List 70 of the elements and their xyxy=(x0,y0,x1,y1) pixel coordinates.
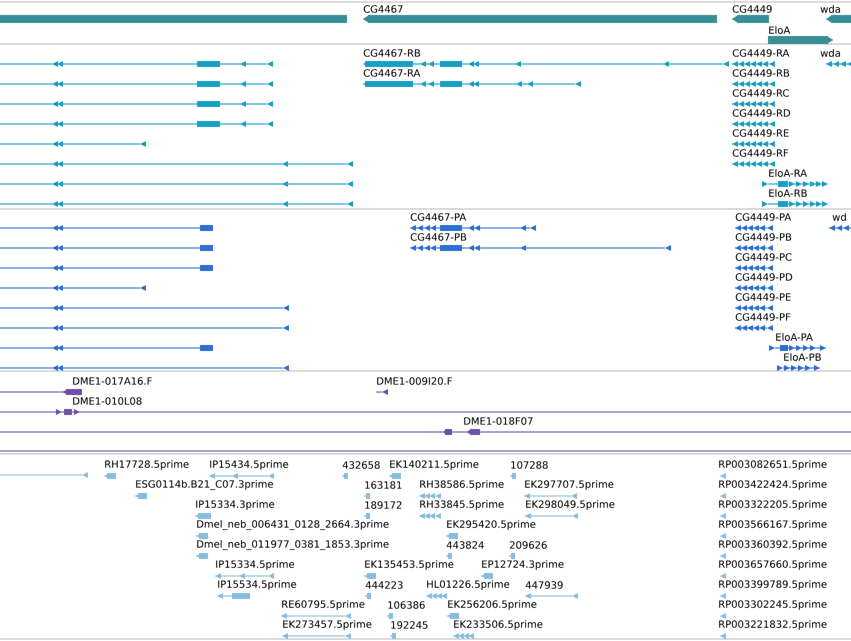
feature-label: RP003082651.5prime xyxy=(719,460,827,470)
feature-label: RP003566167.5prime xyxy=(719,520,827,530)
feature-label: EK140211.5prime xyxy=(390,460,478,470)
feature-label: CG4467 xyxy=(364,5,403,13)
feature-label: DME1-010L08 xyxy=(73,397,142,405)
feature-label: ESG0114b.B21_C07.3prime xyxy=(136,480,274,490)
feature-label: IP15334.3prime xyxy=(196,500,274,510)
feature-label: wda xyxy=(820,49,840,57)
feature-label: CG4449-PE xyxy=(736,293,791,301)
feature-label: RP003422424.5prime xyxy=(719,480,827,490)
feature-label: CG4449 xyxy=(732,5,772,13)
feature-label: RP003657660.5prime xyxy=(719,560,827,570)
feature-label: 107288 xyxy=(511,461,548,469)
feature-label: HL01226.5prime xyxy=(427,580,510,590)
feature-label: CG4449-PA xyxy=(736,213,792,221)
feature-label: IP15534.5prime xyxy=(218,580,296,590)
feature-label: RH38586.5prime xyxy=(420,480,504,490)
feature-label: Dmel_neb_011977_0381_1853.3prime xyxy=(197,540,389,550)
feature-label: 444223 xyxy=(366,581,403,589)
feature-label: Dmel_neb_006431_0128_2664.3prime xyxy=(197,520,389,530)
feature-label: CG4449-RE xyxy=(732,129,789,137)
feature-label: EK295420.5prime xyxy=(447,520,536,530)
feature-label: 443824 xyxy=(446,541,484,549)
feature-label: RP003221832.5prime xyxy=(719,620,827,630)
feature-label: CG4467-PA xyxy=(410,213,466,221)
feature-label: CG4467-RA xyxy=(364,69,420,77)
feature-label: IP15434.5prime xyxy=(210,460,288,470)
feature-label: 209626 xyxy=(510,541,547,549)
feature-label: RP003360392.5prime xyxy=(719,540,827,550)
feature-label: RP003302245.5prime xyxy=(719,600,827,610)
feature-label: EK256206.5prime xyxy=(448,600,536,610)
feature-label: CG4449-PF xyxy=(736,313,790,321)
feature-label: CG4467-RB xyxy=(364,49,420,57)
feature-label: EloA xyxy=(769,26,790,34)
feature-label: CG4449-PC xyxy=(736,253,792,261)
feature-label: CG4449-RD xyxy=(732,109,790,117)
feature-label: 447939 xyxy=(526,581,563,589)
feature-label: wd xyxy=(832,213,846,221)
feature-label: EP12724.3prime xyxy=(482,560,564,570)
feature-label: 432658 xyxy=(342,461,380,469)
feature-label: CG4449-RB xyxy=(732,69,790,77)
feature-label: CG4449-RC xyxy=(732,89,789,97)
feature-label: CG4449-RF xyxy=(732,149,788,157)
feature-label: EloA-RB xyxy=(769,189,807,197)
feature-label: EloA-RA xyxy=(769,169,807,177)
feature-label: RP003399789.5prime xyxy=(719,580,827,590)
feature-label: CG4449-PB xyxy=(736,233,792,241)
feature-label: EK233506.5prime xyxy=(454,620,542,630)
feature-label: IP15334.5prime xyxy=(216,560,294,570)
feature-label: DME1-018F07 xyxy=(464,417,533,425)
feature-label: RH33845.5prime xyxy=(420,500,504,510)
feature-label: DME1-009I20.F xyxy=(377,377,452,385)
feature-label: EK135453.5prime xyxy=(365,560,454,570)
feature-label: wda xyxy=(820,5,840,13)
feature-label: 163181 xyxy=(365,481,402,489)
feature-label: 106386 xyxy=(388,601,425,609)
feature-label: 192245 xyxy=(391,621,428,629)
feature-label: 189172 xyxy=(365,501,402,509)
feature-label: EloA-PA xyxy=(776,333,813,341)
feature-label: RE60795.5prime xyxy=(282,600,364,610)
feature-label: CG4449-PD xyxy=(736,273,792,281)
feature-label: RP003322205.5prime xyxy=(719,500,827,510)
feature-label: EK273457.5prime xyxy=(283,620,372,630)
feature-label: EK298049.5prime xyxy=(526,500,614,510)
feature-label: RH17728.5prime xyxy=(105,460,189,470)
feature-label: CG4449-RA xyxy=(732,49,790,57)
feature-label: DME1-017A16.F xyxy=(73,377,152,385)
feature-label: CG4467-PB xyxy=(410,233,466,241)
feature-label: EK297707.5prime xyxy=(525,480,614,490)
feature-label: EloA-PB xyxy=(784,353,821,361)
